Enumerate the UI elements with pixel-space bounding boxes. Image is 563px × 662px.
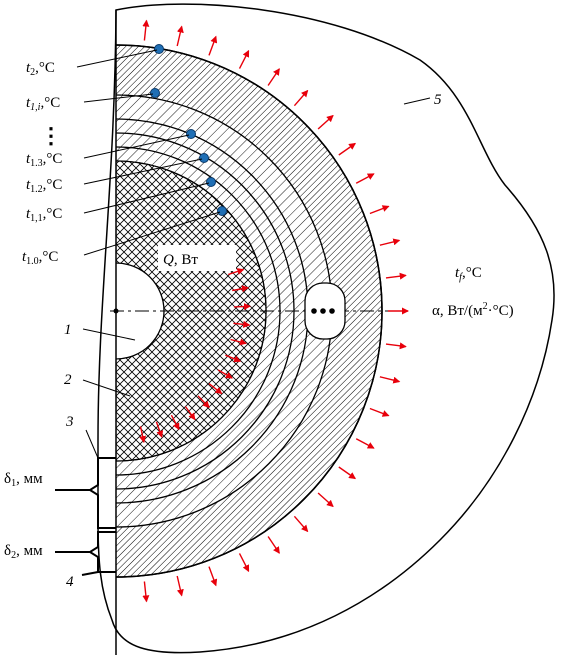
label-alpha: α, Вт/(м2·°C) [432,301,514,319]
inner-arrow-9 [184,406,196,421]
inner-arrow-3 [233,320,251,328]
outer-arrow-3 [238,49,250,69]
inner-arrow-4 [230,338,247,346]
outer-arrow-8 [355,173,375,184]
marker-t11 [206,177,216,187]
outer-arrow-16 [355,438,375,449]
outer-arrow-0 [142,19,150,41]
label-t13: t1.3,°C [26,151,62,169]
inner-arrow-11 [155,421,164,438]
thickness-brackets [55,457,116,576]
outer-arrow-21 [238,553,250,573]
outer-arrow-20 [267,536,280,554]
label-delta2: δ2, мм [4,543,43,561]
marker-t10 [217,206,227,216]
vertical-ellipsis: ⋮ [40,123,62,148]
marker-t2 [154,44,164,54]
outer-arrow-2 [208,35,218,56]
outer-arrow-17 [338,466,357,480]
outer-arrow-5 [293,89,309,107]
inner-arrow-1 [232,285,249,293]
outer-heat-arrows [142,19,409,603]
outer-arrow-24 [142,581,150,603]
marker-t12 [199,153,209,163]
inner-arrow-0 [227,268,245,276]
label-t1i: t1,i,°C [26,95,60,113]
callout-3: 3 [65,414,74,430]
outer-arrow-15 [369,407,390,417]
label-delta1: δ1, мм [4,471,43,489]
callout-2: 2 [64,372,72,388]
label-t11: t1,1,°C [26,206,62,224]
label-t12: t1.2,°C [26,177,62,195]
callout-1: 1 [64,322,72,338]
marker-t13 [186,129,196,139]
marker-t1i [150,88,160,98]
inner-arrow-5 [225,354,242,363]
inner-arrow-7 [208,383,223,395]
outer-arrow-23 [176,575,184,597]
label-t2: t2,°C [26,60,55,78]
label-t10: t1.0,°C [22,249,58,267]
inner-heat-arrows [139,268,251,444]
callout-4: 4 [66,574,74,590]
outer-arrow-18 [317,492,334,508]
outer-arrow-19 [293,515,309,533]
inner-arrow-10 [170,414,180,431]
outer-arrow-22 [208,566,218,587]
outer-arrow-7 [338,142,357,156]
inner-arrow-2 [233,303,251,311]
outer-arrow-9 [369,205,390,215]
inner-arrow-6 [217,369,233,379]
label-tf: tf,°C [455,265,482,283]
leader-lines [76,49,431,459]
inner-arrow-12 [139,426,147,444]
outer-arrow-11 [385,272,407,280]
callout-5: 5 [434,92,442,108]
outer-arrow-10 [379,238,401,246]
outer-arrow-4 [267,68,280,86]
outer-arrow-13 [385,342,407,350]
inner-arrow-8 [197,395,210,409]
outer-arrow-14 [379,376,401,384]
outer-arrow-6 [317,114,334,130]
temperature-markers [150,44,227,216]
label-q: Q, Вт [163,252,198,268]
q-label-bg [158,245,236,271]
outer-arrow-1 [176,25,184,47]
